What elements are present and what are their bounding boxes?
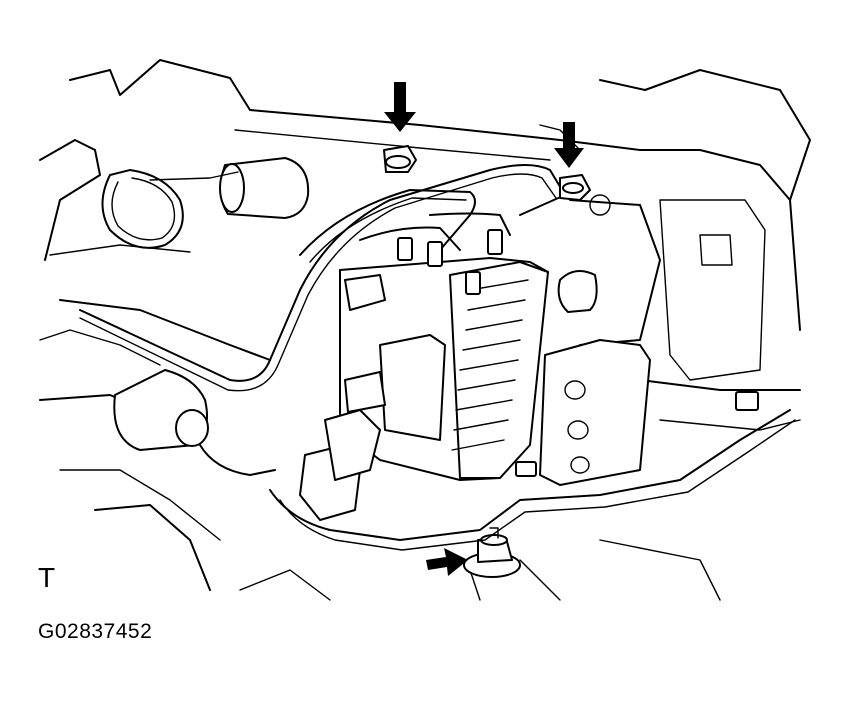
arrow-bottom-bolt: [426, 548, 468, 576]
arrow-down-icon: [554, 122, 584, 168]
figure-code: G02837452: [38, 620, 153, 643]
filter-canister: [149, 157, 310, 219]
arrow-right-bolt: [554, 122, 584, 168]
arrow-down-icon: [384, 82, 416, 132]
pipe-fittings: [397, 229, 503, 295]
arrow-right-icon: [426, 548, 468, 576]
wire-harness: [269, 391, 796, 551]
bolt-right: [559, 174, 591, 201]
reservoir-hose: [113, 369, 276, 476]
brake-line-loop: [101, 169, 184, 249]
mounting-bracket: [539, 270, 651, 486]
bolt-top: [383, 145, 417, 173]
corner-mark: T: [38, 562, 56, 593]
abs-actuator: [339, 257, 549, 481]
brake-lines: [79, 124, 581, 392]
arrow-top: [384, 82, 416, 132]
